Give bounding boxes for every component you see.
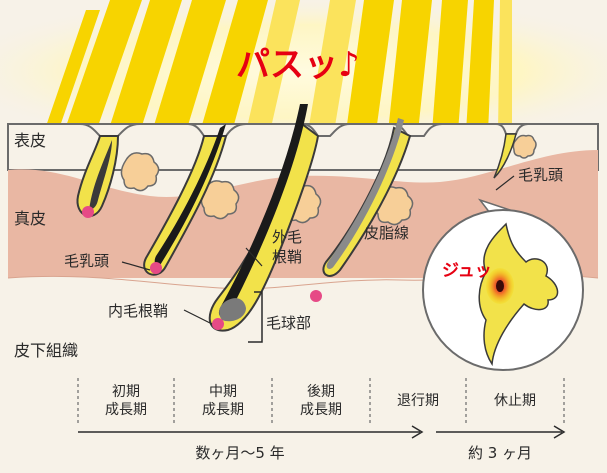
zap-text: ジュッ bbox=[442, 261, 492, 281]
phase-4-line1: 退行期 bbox=[397, 393, 439, 409]
follicle-telogen bbox=[493, 133, 517, 179]
label-sebaceous-gland: 皮脂線 bbox=[364, 224, 409, 242]
follicle-mid-anagen bbox=[143, 124, 228, 276]
label-bulb: 毛球部 bbox=[266, 314, 311, 332]
exclamation-text: パスッ♪ bbox=[236, 45, 360, 85]
papilla-dot bbox=[212, 318, 224, 330]
laser-beams bbox=[0, 0, 607, 132]
papilla-dot bbox=[82, 206, 94, 218]
skin-surface bbox=[8, 123, 598, 137]
phase-table: 初期 成長期 中期 成長期 後期 成長期 退行期 休止期 bbox=[77, 378, 565, 426]
follicle-late-anagen bbox=[208, 104, 320, 332]
phase-2-line2: 成長期 bbox=[202, 402, 244, 418]
phase-5-line1: 休止期 bbox=[494, 393, 536, 409]
label-outer-root-sheath-2: 根鞘 bbox=[272, 248, 302, 266]
rest-duration: 約 3 ヶ月 bbox=[468, 444, 532, 462]
papilla-dot bbox=[150, 262, 162, 274]
phase-3-line2: 成長期 bbox=[300, 402, 342, 418]
papilla-dot bbox=[310, 290, 322, 302]
magnified-view bbox=[422, 198, 584, 371]
label-subcutis: 皮下組織 bbox=[14, 341, 78, 360]
phase-3-line1: 後期 bbox=[307, 384, 335, 400]
bulb-bracket bbox=[248, 291, 263, 343]
label-papilla-right: 毛乳頭 bbox=[518, 166, 563, 184]
growth-duration: 数ヶ月〜5 年 bbox=[195, 444, 284, 462]
label-inner-root-sheath: 内毛根鞘 bbox=[108, 302, 168, 320]
phase-1-line2: 成長期 bbox=[105, 402, 147, 418]
label-dermis: 真皮 bbox=[14, 209, 46, 228]
follicle-catagen bbox=[310, 118, 412, 302]
follicle-early-anagen bbox=[76, 135, 120, 218]
leader-lines bbox=[121, 175, 515, 325]
label-outer-root-sheath-1: 外毛 bbox=[272, 228, 302, 246]
phase-1-line1: 初期 bbox=[112, 383, 140, 400]
label-papilla-left: 毛乳頭 bbox=[64, 252, 109, 270]
timeline-arrows bbox=[78, 425, 566, 439]
label-epidermis: 表皮 bbox=[14, 131, 46, 150]
phase-2-line1: 中期 bbox=[209, 384, 237, 400]
